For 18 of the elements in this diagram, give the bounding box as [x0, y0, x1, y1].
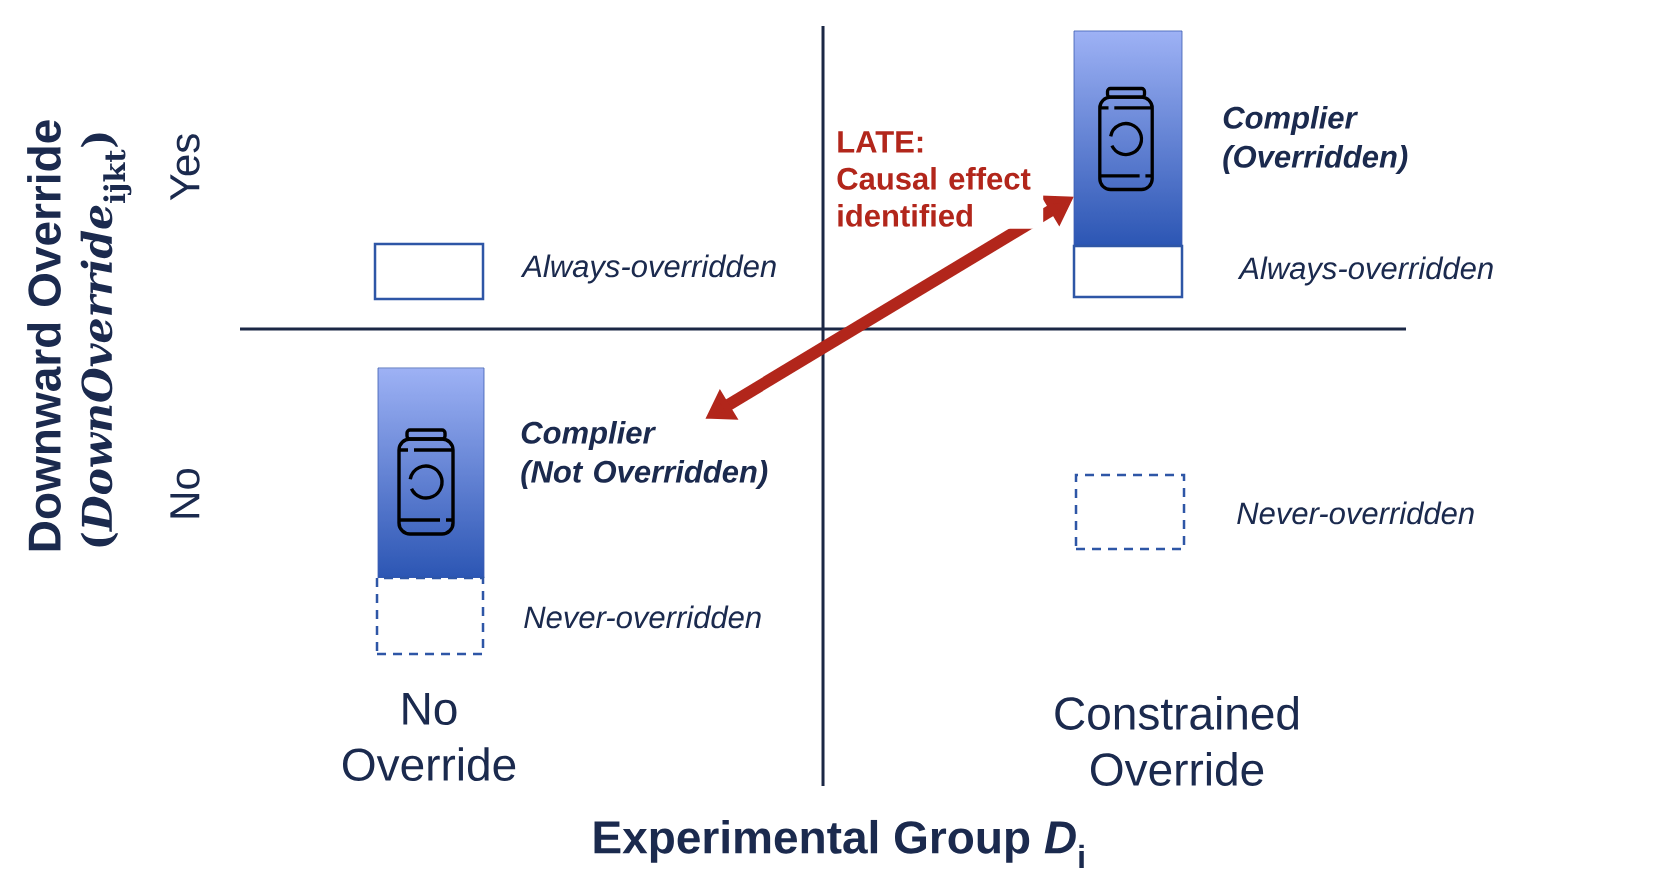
group-label: Complier (Overridden) — [1223, 106, 1408, 174]
axis-title: (DownOverride$_{ijkt}$) — [80, 133, 132, 547]
category-label: Always-overridden — [1237, 256, 1493, 286]
axis-category: Yes — [170, 134, 200, 201]
category-label: Never-overridden — [1237, 501, 1474, 525]
group-label: Complier (Not Overridden) — [521, 421, 768, 489]
axis-category: No Override — [343, 692, 516, 782]
dashed-box — [375, 576, 485, 656]
dashed-box — [1074, 473, 1186, 551]
axis-title: Downward Override — [27, 120, 61, 551]
empty-box — [373, 242, 485, 301]
axis-title: Experimental Group D$_{i}$ — [594, 819, 1084, 869]
empty-box — [1072, 244, 1184, 299]
edge-label: LATE: Causal effect identified — [834, 129, 1044, 229]
axis-category: No — [170, 468, 200, 518]
category-label: Never-overridden — [524, 605, 761, 629]
axis-category: Constrained Override — [1055, 696, 1298, 786]
category-label: Always-overridden — [520, 254, 776, 284]
